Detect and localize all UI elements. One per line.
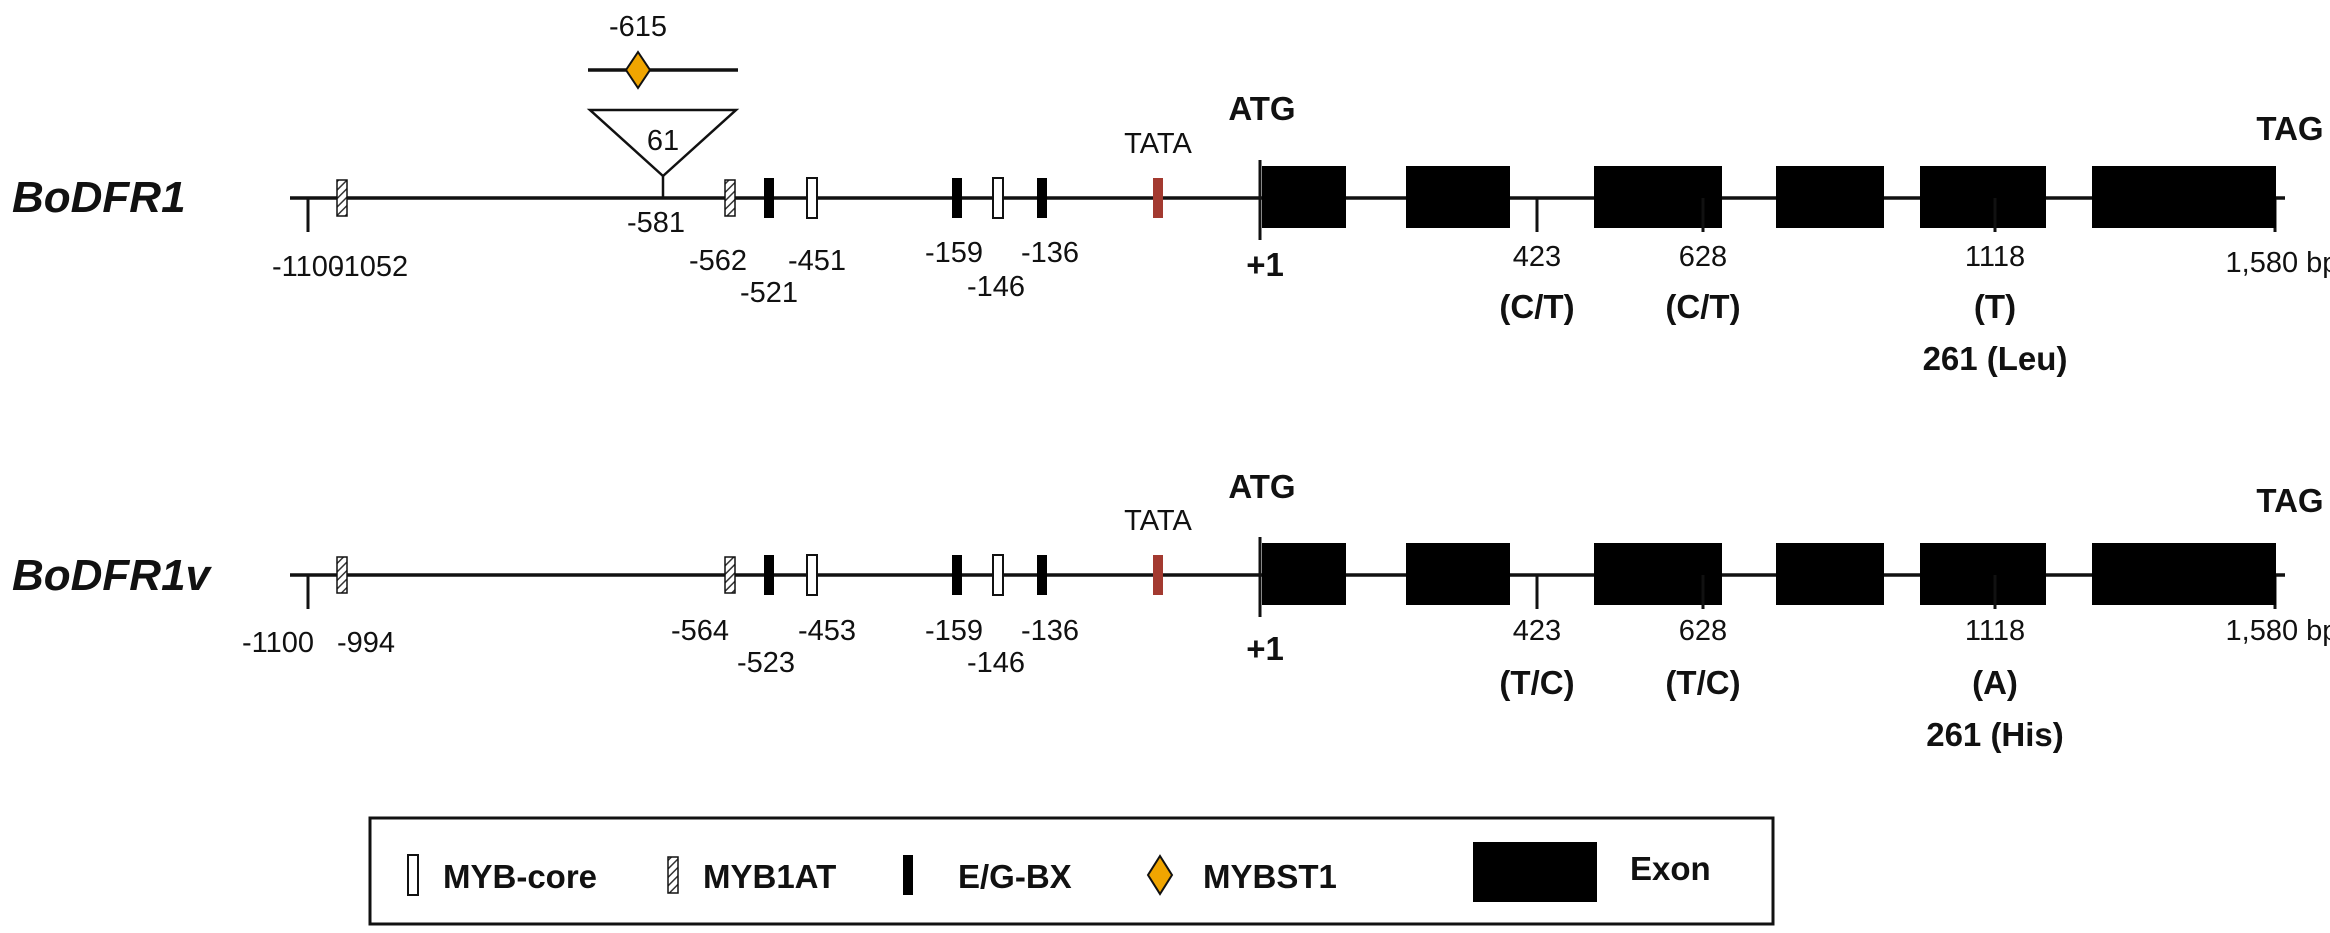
egbx-label: -136 — [1021, 237, 1079, 269]
egbx-label: -521 — [740, 277, 798, 309]
legend-mybst1: MYBST1 — [1203, 858, 1337, 895]
gene-name: BoDFR1 — [12, 173, 186, 222]
legend-myb-core: MYB-core — [443, 858, 597, 895]
myb-core-legend-icon — [407, 854, 419, 896]
snp-amino-acid: 261 (Leu) — [1923, 340, 2068, 377]
snp-position: 423 — [1513, 241, 1561, 273]
exon-6 — [2092, 166, 2276, 228]
mybst1-legend-diamond-icon — [1146, 854, 1174, 896]
exon-2 — [1406, 166, 1510, 228]
tata-box — [1153, 178, 1163, 218]
atg-label: ATG — [1228, 90, 1295, 127]
mybst1-diamond-icon — [624, 50, 652, 90]
exon-6 — [2092, 543, 2276, 605]
myb-core-element — [992, 554, 1004, 596]
snp-position: 628 — [1679, 241, 1727, 273]
egbx-element — [1037, 555, 1047, 595]
snp-amino-acid: 261 (His) — [1926, 716, 2064, 753]
gene-bodfr1v: BoDFR1v -1100 1,580 bp -994 -564 -523 -1… — [12, 468, 2330, 753]
exon-2 — [1406, 543, 1510, 605]
gene-bodfr1: BoDFR1 -1100 1,580 bp -615 61 -581 -1052… — [12, 11, 2330, 377]
tata-label: TATA — [1124, 128, 1192, 160]
exon-5 — [1920, 166, 2046, 228]
myb-core-label: -146 — [967, 271, 1025, 303]
snp-allele: (T) — [1974, 288, 2016, 325]
myb-core-element — [992, 177, 1004, 219]
tata-box — [1153, 555, 1163, 595]
start-label: -1100 — [272, 251, 344, 283]
end-label: 1,580 bp — [2226, 615, 2330, 647]
gene-name: BoDFR1v — [12, 551, 213, 600]
myb1at-element — [336, 556, 348, 594]
snp-allele: (C/T) — [1499, 288, 1574, 325]
snp-position: 1118 — [1965, 241, 2025, 273]
legend: MYB-core MYB1AT E/G-BX MYBST1 Exon — [368, 816, 1775, 926]
snp-allele: (T/C) — [1499, 664, 1574, 701]
myb-core-label: -451 — [788, 245, 846, 277]
egbx-element — [952, 555, 962, 595]
snp-position: 628 — [1679, 615, 1727, 647]
myb1at-label: -564 — [671, 615, 729, 647]
egbx-element — [764, 555, 774, 595]
tata-label: TATA — [1124, 505, 1192, 537]
exon-legend-icon — [1473, 842, 1597, 902]
mybst1-position: -615 — [609, 11, 667, 43]
myb1at-element — [724, 556, 736, 594]
snp-allele: (C/T) — [1665, 288, 1740, 325]
legend-myb1at: MYB1AT — [703, 858, 836, 895]
snp-position: 423 — [1513, 615, 1561, 647]
legend-exon: Exon — [1630, 850, 1711, 887]
egbx-element — [764, 178, 774, 218]
tag-label: TAG — [2256, 110, 2323, 147]
insertion-site-label: -581 — [627, 207, 685, 239]
myb-core-element — [806, 177, 818, 219]
myb1at-legend-icon — [667, 856, 679, 894]
egbx-label: -159 — [925, 237, 983, 269]
myb1at-element — [724, 179, 736, 217]
exon-3 — [1594, 166, 1722, 228]
snp-allele: (T/C) — [1665, 664, 1740, 701]
myb-core-label: -146 — [967, 647, 1025, 679]
legend-egbx: E/G-BX — [958, 858, 1072, 895]
atg-label: ATG — [1228, 468, 1295, 505]
exon-1 — [1262, 543, 1346, 605]
snp-position: 1118 — [1965, 615, 2025, 647]
exon-3 — [1594, 543, 1722, 605]
egbx-label: -523 — [737, 647, 795, 679]
myb1at-element — [336, 179, 348, 217]
egbx-element — [1037, 178, 1047, 218]
plus-one-label: +1 — [1246, 630, 1284, 667]
myb1at-label: -994 — [337, 627, 395, 659]
exon-1 — [1262, 166, 1346, 228]
myb1at-label: -1052 — [334, 251, 408, 283]
egbx-label: -159 — [925, 615, 983, 647]
exon-4 — [1776, 166, 1884, 228]
egbx-label: -136 — [1021, 615, 1079, 647]
exon-5 — [1920, 543, 2046, 605]
exon-4 — [1776, 543, 1884, 605]
insertion-size: 61 — [647, 125, 679, 157]
myb1at-label: -562 — [689, 245, 747, 277]
insertion-triangle — [586, 108, 740, 178]
myb-core-label: -453 — [798, 615, 856, 647]
snp-allele: (A) — [1972, 664, 2018, 701]
egbx-legend-icon — [903, 855, 913, 895]
start-label: -1100 — [242, 627, 314, 659]
myb-core-element — [806, 554, 818, 596]
tag-label: TAG — [2256, 482, 2323, 519]
egbx-element — [952, 178, 962, 218]
end-label: 1,580 bp — [2226, 247, 2330, 279]
plus-one-label: +1 — [1246, 246, 1284, 283]
